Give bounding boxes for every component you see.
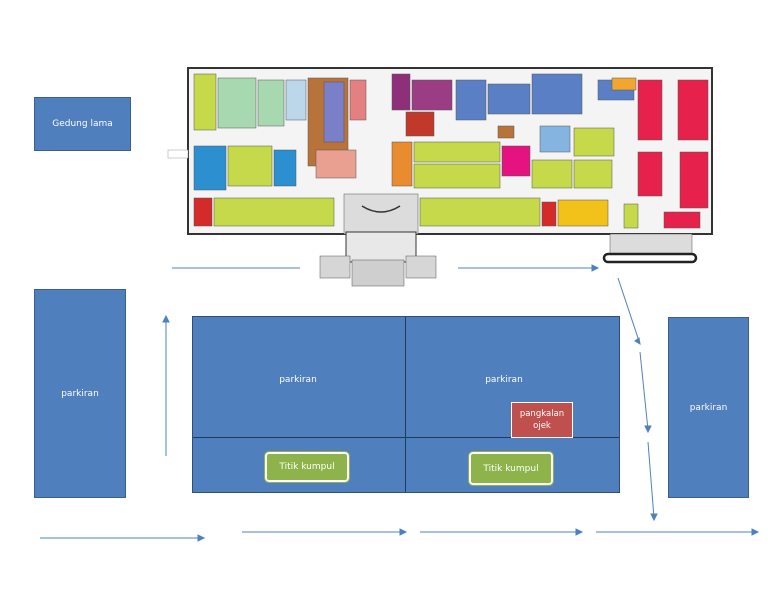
parking-lot-right-label: parkiran <box>689 402 728 413</box>
parking-lot-center-right-label: parkiran <box>485 375 523 385</box>
parking-lot-left-label: parkiran <box>61 388 99 399</box>
parking-lot-center <box>192 316 620 493</box>
parking-lot-left: parkiran <box>34 289 126 498</box>
ojek-stand-label-line2: ojek <box>533 421 551 431</box>
ojek-stand-label-line1: pangkalan <box>519 409 565 419</box>
old-building: Gedung lama <box>34 97 131 151</box>
assembly-point-right-label: Titik kumpul <box>483 463 539 474</box>
parking-lot-center-left-label: parkiran <box>279 375 317 385</box>
ojek-stand: pangkalan ojek <box>511 402 573 438</box>
old-building-label: Gedung lama <box>52 119 113 129</box>
parking-lot-right: parkiran <box>668 317 749 498</box>
assembly-point-right: Titik kumpul <box>468 451 554 486</box>
assembly-point-left: Titik kumpul <box>264 451 350 483</box>
assembly-point-left-label: Titik kumpul <box>279 462 335 472</box>
